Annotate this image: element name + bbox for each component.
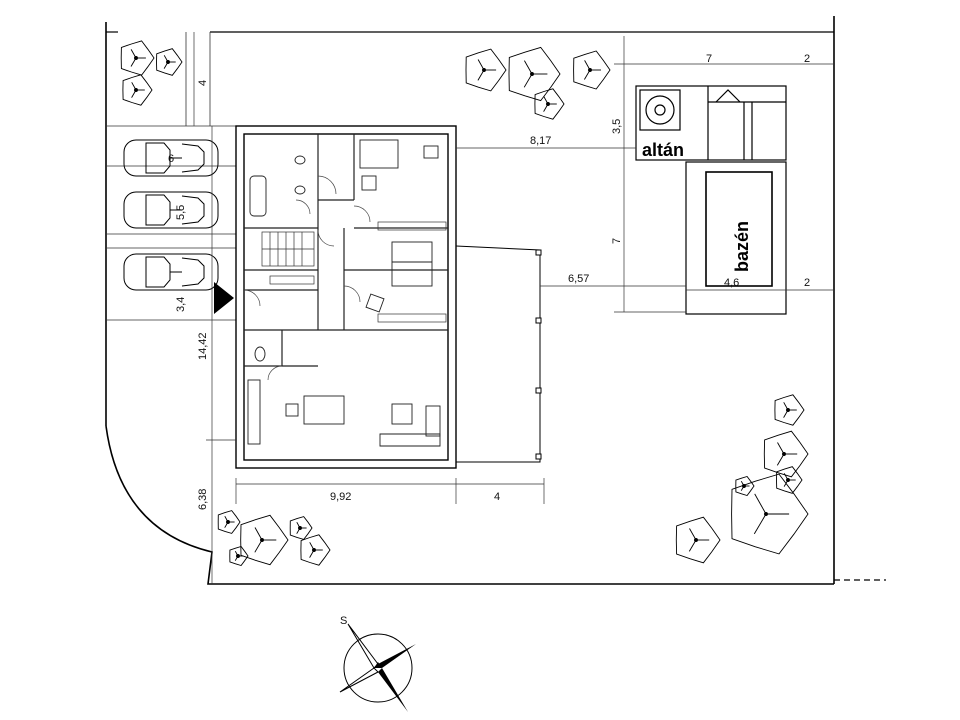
dim-top-left: 4 bbox=[197, 80, 209, 86]
gazebo bbox=[635, 85, 787, 161]
trees bbox=[120, 40, 809, 567]
tree-icon bbox=[156, 48, 183, 76]
dim-parking-5-5: 5,5 bbox=[175, 205, 187, 220]
dimension-lines bbox=[193, 32, 834, 584]
dim-terrace-width: 4 bbox=[494, 491, 500, 503]
tree-icon bbox=[120, 40, 155, 76]
bed bbox=[359, 139, 433, 287]
dim-gazebo-right: 2 bbox=[804, 53, 810, 65]
dim-pool-right: 2 bbox=[804, 277, 810, 289]
dim-to-gazebo: 8,17 bbox=[530, 135, 551, 147]
tree-icon bbox=[300, 534, 331, 566]
compass-south-label: S bbox=[340, 615, 347, 627]
dim-house-width: 9,92 bbox=[330, 491, 351, 503]
tree-icon bbox=[675, 516, 721, 564]
tree-icon bbox=[763, 430, 809, 478]
tree-icon bbox=[465, 48, 507, 92]
compass-rose-icon bbox=[339, 623, 416, 712]
dim-gazebo-width: 7 bbox=[706, 53, 712, 65]
dim-to-pool: 6,57 bbox=[568, 273, 589, 285]
house-outline bbox=[235, 125, 457, 469]
tree-icon bbox=[122, 74, 153, 106]
dim-pool-length: 7 bbox=[611, 238, 623, 244]
furniture bbox=[247, 145, 441, 447]
parking-lines bbox=[106, 32, 236, 321]
car bbox=[123, 191, 219, 229]
dim-gazebo-depth: 3,5 bbox=[611, 119, 623, 134]
terrace bbox=[455, 245, 542, 463]
car bbox=[123, 139, 219, 177]
tree-icon bbox=[534, 88, 565, 120]
car bbox=[123, 253, 219, 291]
dim-front: 6,38 bbox=[197, 489, 209, 510]
tree-icon bbox=[240, 514, 289, 566]
pool-label: bazén bbox=[732, 221, 752, 272]
dimension-labels: 4 6 5,5 3,4 14,42 6,38 9,92 4 8,17 6,57 … bbox=[168, 53, 810, 510]
gazebo-label: altán bbox=[642, 140, 684, 160]
tree-icon bbox=[735, 475, 755, 497]
interior-walls bbox=[244, 134, 448, 367]
bathtub bbox=[249, 155, 306, 362]
dim-parking-6: 6 bbox=[168, 153, 174, 165]
tree-icon bbox=[731, 473, 809, 555]
door-swing bbox=[243, 175, 371, 381]
staircase bbox=[261, 231, 315, 267]
tree-icon bbox=[217, 510, 241, 534]
entrance-arrow-icon bbox=[214, 282, 234, 314]
dim-parking-3-4: 3,4 bbox=[175, 297, 187, 312]
pool bbox=[685, 161, 787, 315]
tree-icon bbox=[776, 466, 803, 494]
tree-icon bbox=[774, 394, 805, 426]
dim-house-depth: 14,42 bbox=[197, 332, 209, 360]
tree-icon bbox=[289, 516, 313, 540]
tree-icon bbox=[573, 50, 611, 90]
dim-pool-width: 4,6 bbox=[724, 277, 739, 289]
wardrobe bbox=[269, 221, 447, 323]
tree-icon bbox=[508, 46, 561, 102]
tree-icon bbox=[229, 545, 249, 567]
